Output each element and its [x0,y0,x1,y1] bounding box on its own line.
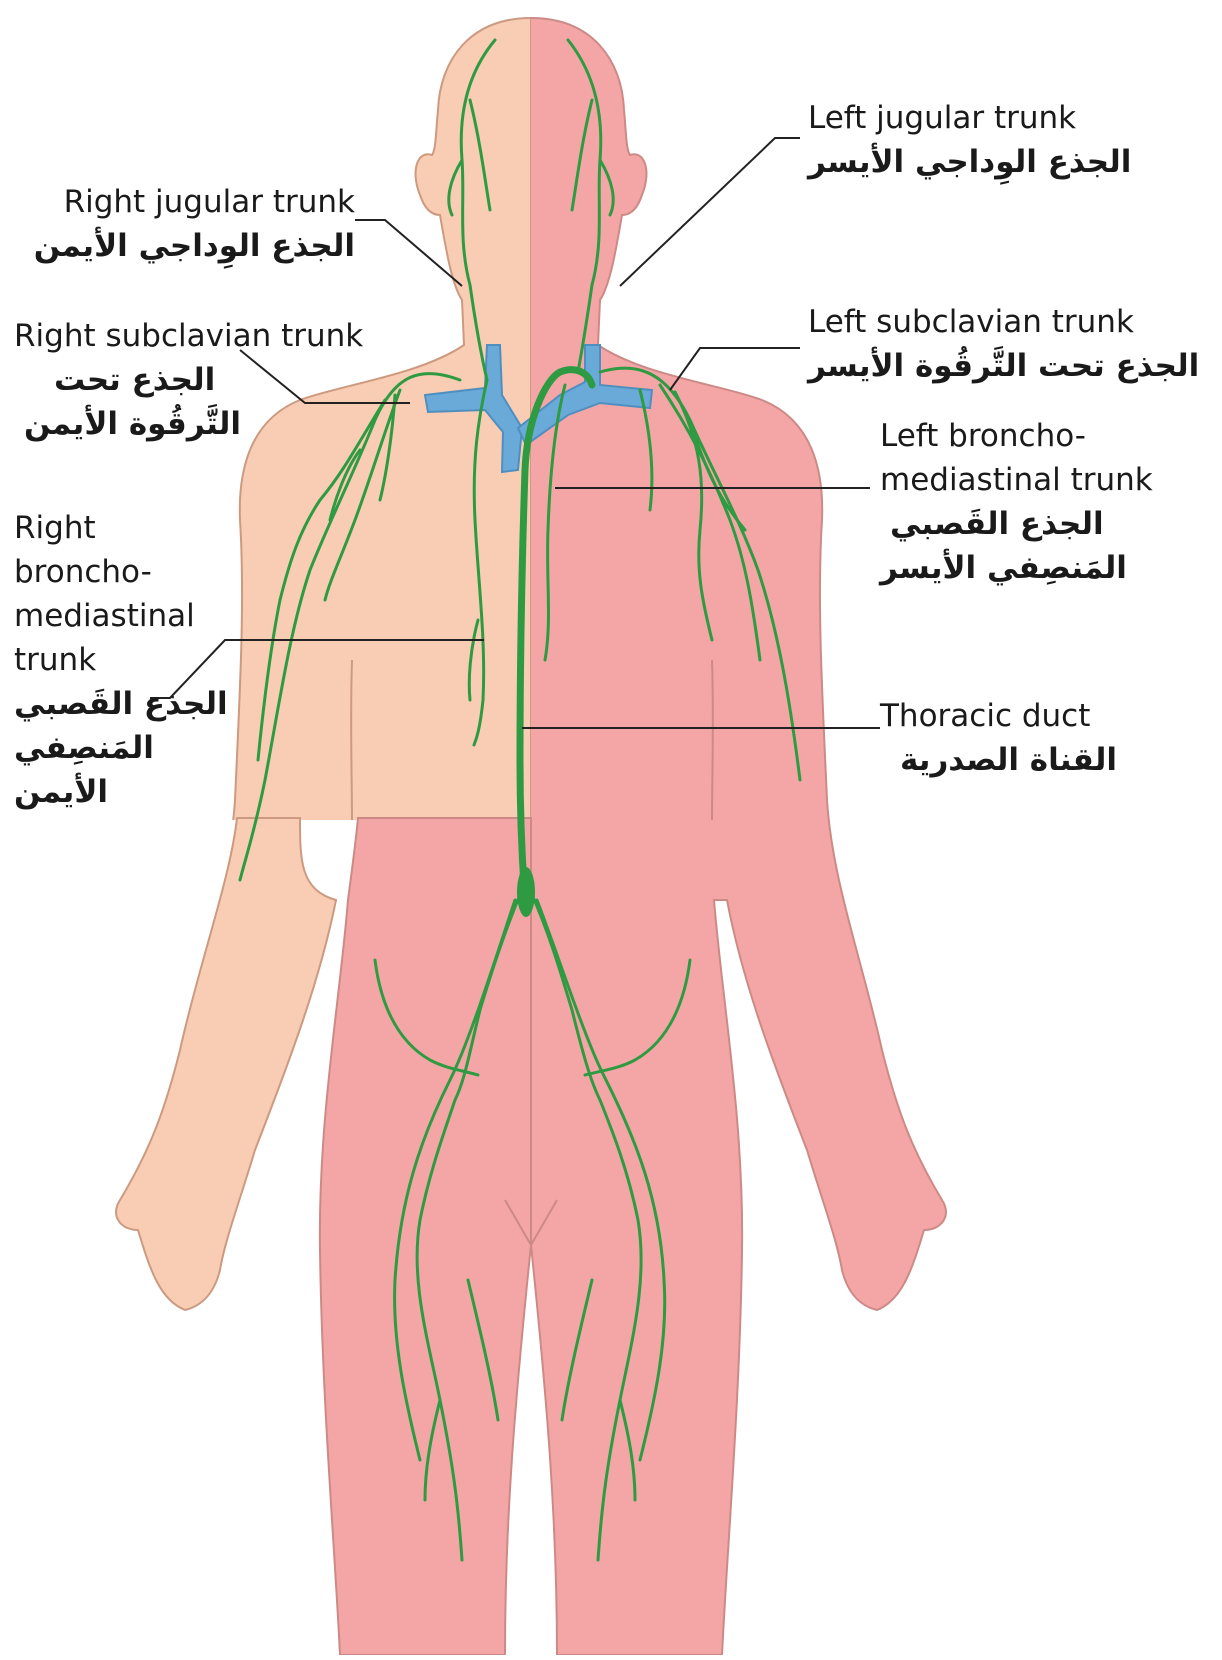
label-left-bm-ar2: المَنصِفي الأيسر [880,546,1210,590]
label-left-bm-en2: mediastinal trunk [880,458,1210,502]
label-left-jugular-en: Left jugular trunk [808,96,1148,140]
label-right-bm-en2: broncho- [14,550,244,594]
label-left-subclavian-en: Left subclavian trunk [808,300,1208,344]
label-thoracic-duct-ar: القناة الصدرية [880,738,1200,782]
label-left-jugular-trunk: Left jugular trunk الجذع الوِداجي الأيسر [808,96,1148,184]
label-right-bm-ar1: الجذع القَصبي [14,682,244,726]
label-right-subclavian-trunk: Right subclavian trunk الجذع تحت التَّرق… [14,314,414,446]
label-left-bm-en1: Left broncho- [880,414,1210,458]
label-right-jugular-en: Right jugular trunk [10,180,355,224]
label-thoracic-duct-en: Thoracic duct [880,694,1200,738]
label-left-subclavian-trunk: Left subclavian trunk الجذع تحت التَّرقُ… [808,300,1208,388]
label-right-bm-en3: mediastinal [14,594,244,638]
left-arm-edge [351,660,352,820]
label-right-subclavian-ar2: التَّرقُوة الأيمن [14,402,294,446]
label-left-bronchomediastinal-trunk: Left broncho- mediastinal trunk الجذع ال… [880,414,1210,590]
label-right-bronchomediastinal-trunk: Right broncho- mediastinal trunk الجذع ا… [14,506,244,814]
label-right-subclavian-ar1: الجذع تحت [14,358,234,402]
label-right-bm-en4: trunk [14,638,244,682]
right-arm-edge [712,660,713,820]
label-right-bm-ar3: الأيمن [14,770,244,814]
label-right-bm-ar2: المَنصِفي [14,726,244,770]
label-right-subclavian-en: Right subclavian trunk [14,314,414,358]
label-left-bm-ar1: الجذع القَصبي [880,502,1210,546]
leader-left-jugular [620,138,800,286]
label-right-jugular-trunk: Right jugular trunk الجذع الوِداجي الأيم… [10,180,355,268]
label-left-jugular-ar: الجذع الوِداجي الأيسر [808,140,1148,184]
label-thoracic-duct: Thoracic duct القناة الصدرية [880,694,1200,782]
label-right-bm-en1: Right [14,506,244,550]
body-shape-left-lower-arm [116,818,336,1310]
label-left-subclavian-ar: الجذع تحت التَّرقُوة الأيسر [808,344,1208,388]
label-right-jugular-ar: الجذع الوِداجي الأيمن [10,224,355,268]
